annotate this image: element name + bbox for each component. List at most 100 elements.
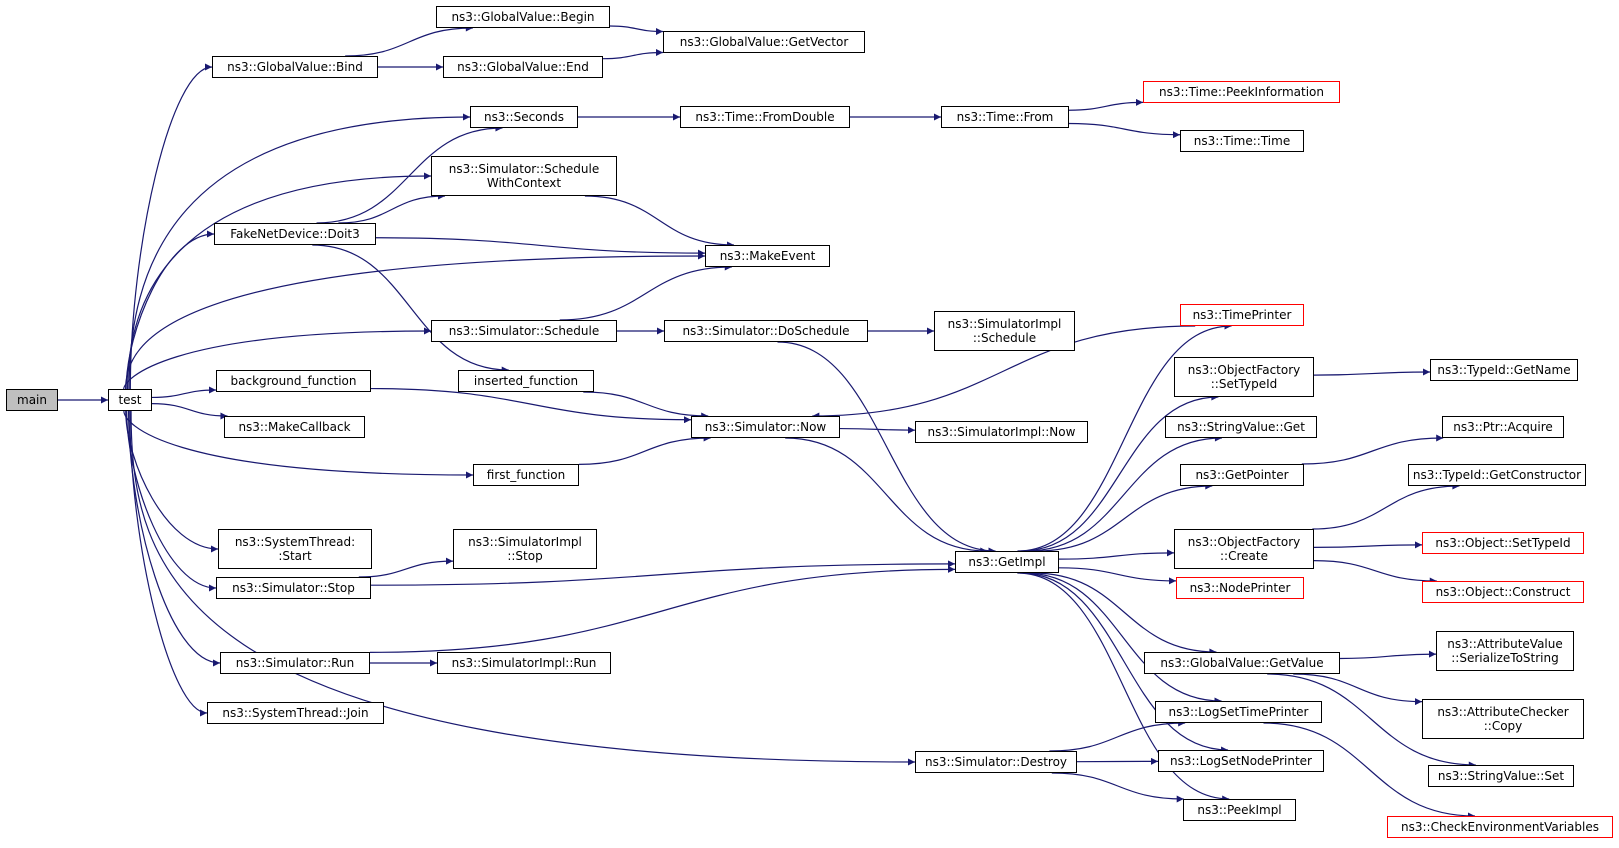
- node-main[interactable]: main: [6, 389, 58, 411]
- node-test[interactable]: test: [108, 389, 152, 411]
- node-attrvalue-serialize[interactable]: ns3::AttributeValue::SerializeToString: [1436, 631, 1574, 671]
- node-sim-now[interactable]: ns3::Simulator::Now: [691, 416, 840, 438]
- node-label-line: ns3::NodePrinter: [1189, 581, 1291, 595]
- edge-test-to-fake-doit3: [125, 230, 215, 390]
- node-label-line: first_function: [486, 468, 566, 482]
- node-label-line: ns3::Simulator::Schedule: [448, 162, 600, 176]
- node-time-fromdouble[interactable]: ns3::Time::FromDouble: [680, 106, 850, 128]
- edge-sim-stop-to-getimpl: [370, 560, 956, 586]
- edge-sim-schedwithctx-to-makeevent: [584, 195, 735, 249]
- edge-test-to-seconds: [128, 113, 471, 390]
- node-label-line: ns3::ObjectFactory: [1187, 363, 1301, 377]
- edge-of-create-to-object-construct: [1313, 560, 1437, 585]
- node-sim-doschedule[interactable]: ns3::Simulator::DoSchedule: [664, 320, 868, 342]
- node-inserted-function[interactable]: inserted_function: [458, 370, 594, 392]
- node-getimpl[interactable]: ns3::GetImpl: [955, 551, 1059, 573]
- node-logsettimeprinter[interactable]: ns3::LogSetTimePrinter: [1155, 701, 1322, 723]
- edge-test-to-systhread-start: [125, 410, 219, 553]
- edge-time-from-to-time-peekinfo: [1068, 98, 1144, 111]
- edge-test-to-makecallback: [151, 403, 228, 420]
- edge-sim-now-to-getimpl: [785, 437, 988, 555]
- node-makeevent[interactable]: ns3::MakeEvent: [705, 245, 830, 267]
- node-sim-run[interactable]: ns3::Simulator::Run: [220, 652, 370, 674]
- node-first-function[interactable]: first_function: [473, 464, 579, 486]
- edge-sim-doschedule-to-getimpl: [777, 341, 996, 555]
- edge-getpointer-to-ptr-acquire: [1301, 434, 1444, 465]
- edge-fake-doit3-to-makeevent: [375, 237, 706, 257]
- node-label-line: ns3::Simulator::Schedule: [448, 324, 600, 338]
- node-nodeprinter[interactable]: ns3::NodePrinter: [1176, 577, 1304, 599]
- edge-test-to-sim-stop: [126, 410, 217, 592]
- node-label-line: ns3::Simulator::DoSchedule: [682, 324, 850, 338]
- node-time-from[interactable]: ns3::Time::From: [941, 106, 1069, 128]
- node-timeprinter[interactable]: ns3::TimePrinter: [1180, 304, 1304, 326]
- node-simimpl-stop[interactable]: ns3::SimulatorImpl::Stop: [453, 529, 597, 569]
- node-label-line: ns3::AttributeValue: [1447, 637, 1563, 651]
- node-typeid-getconstructor[interactable]: ns3::TypeId::GetConstructor: [1408, 464, 1586, 486]
- node-typeid-getname[interactable]: ns3::TypeId::GetName: [1430, 359, 1578, 381]
- node-label-line: ::Create: [1220, 549, 1268, 563]
- node-time-peekinfo[interactable]: ns3::Time::PeekInformation: [1143, 81, 1340, 103]
- node-sim-destroy[interactable]: ns3::Simulator::Destroy: [915, 751, 1077, 773]
- node-label-line: ns3::SystemThread:: [234, 535, 356, 549]
- edge-gv-getvalue-to-attrvalue-serialize: [1339, 650, 1437, 660]
- node-attrchecker-copy[interactable]: ns3::AttributeChecker::Copy: [1422, 699, 1584, 739]
- node-label-line: ns3::GlobalValue::GetValue: [1160, 656, 1324, 670]
- edge-test-to-systhread-join: [129, 410, 208, 717]
- node-sim-schedule[interactable]: ns3::Simulator::Schedule: [431, 320, 617, 342]
- node-systhread-join[interactable]: ns3::SystemThread::Join: [207, 702, 384, 724]
- edge-fake-doit3-to-inserted-function: [312, 244, 509, 374]
- node-ptr-acquire[interactable]: ns3::Ptr::Acquire: [1442, 416, 1564, 438]
- node-object-construct[interactable]: ns3::Object::Construct: [1422, 581, 1584, 603]
- node-gv-end[interactable]: ns3::GlobalValue::End: [443, 56, 603, 78]
- node-label-line: ns3::TypeId::GetName: [1437, 363, 1571, 377]
- edge-test-to-makeevent: [125, 252, 706, 390]
- edge-fake-doit3-to-seconds: [316, 124, 503, 224]
- edge-inserted-function-to-sim-now: [583, 391, 709, 420]
- node-gv-bind[interactable]: ns3::GlobalValue::Bind: [212, 56, 378, 78]
- node-logsetnodeprinter[interactable]: ns3::LogSetNodePrinter: [1158, 750, 1324, 772]
- edge-getimpl-to-logsetnodeprinter: [1019, 572, 1229, 754]
- node-simimpl-run[interactable]: ns3::SimulatorImpl::Run: [437, 652, 611, 674]
- edge-test-to-background-function: [151, 386, 217, 399]
- node-stringvalue-get[interactable]: ns3::StringValue::Get: [1165, 416, 1317, 438]
- edge-getimpl-to-timeprinter: [1017, 322, 1232, 552]
- node-checkenv[interactable]: ns3::CheckEnvironmentVariables: [1387, 816, 1613, 838]
- node-gv-begin[interactable]: ns3::GlobalValue::Begin: [436, 6, 610, 28]
- node-label-line: ns3::GlobalValue::End: [457, 60, 589, 74]
- node-gv-getvalue[interactable]: ns3::GlobalValue::GetValue: [1144, 652, 1340, 674]
- node-simimpl-schedule[interactable]: ns3::SimulatorImpl::Schedule: [934, 311, 1075, 351]
- edge-getimpl-to-peekimpl: [1017, 572, 1230, 803]
- node-label-line: ns3::ObjectFactory: [1187, 535, 1301, 549]
- node-label-line: ns3::Simulator::Run: [235, 656, 355, 670]
- node-label-line: ::SetTypeId: [1210, 377, 1278, 391]
- node-fake-doit3[interactable]: FakeNetDevice::Doit3: [214, 223, 376, 245]
- node-getpointer[interactable]: ns3::GetPointer: [1180, 464, 1304, 486]
- node-sim-stop[interactable]: ns3::Simulator::Stop: [216, 577, 371, 599]
- node-peekimpl[interactable]: ns3::PeekImpl: [1183, 799, 1296, 821]
- node-systhread-start[interactable]: ns3::SystemThread::Start: [218, 529, 372, 569]
- node-object-settypeid[interactable]: ns3::Object::SetTypeId: [1422, 532, 1584, 554]
- node-label-line: main: [17, 393, 47, 407]
- edge-sim-destroy-to-peekimpl: [1051, 772, 1184, 803]
- node-seconds[interactable]: ns3::Seconds: [470, 106, 578, 128]
- node-gv-getvector[interactable]: ns3::GlobalValue::GetVector: [663, 31, 865, 53]
- node-label-line: ns3::Object::SetTypeId: [1435, 536, 1571, 550]
- node-time-time[interactable]: ns3::Time::Time: [1180, 130, 1304, 152]
- node-of-settypeid[interactable]: ns3::ObjectFactory::SetTypeId: [1174, 357, 1314, 397]
- node-background-function[interactable]: background_function: [216, 370, 371, 392]
- edge-getimpl-to-gv-getvalue: [1032, 572, 1217, 656]
- node-simimpl-now[interactable]: ns3::SimulatorImpl::Now: [915, 421, 1088, 443]
- edge-sim-run-to-getimpl: [369, 565, 956, 653]
- node-stringvalue-set[interactable]: ns3::StringValue::Set: [1428, 765, 1574, 787]
- edge-getimpl-to-of-create: [1058, 549, 1175, 560]
- node-makecallback[interactable]: ns3::MakeCallback: [224, 416, 365, 438]
- node-of-create[interactable]: ns3::ObjectFactory::Create: [1174, 529, 1314, 569]
- edge-of-create-to-object-settypeid: [1313, 541, 1423, 549]
- node-label-line: ns3::SimulatorImpl: [947, 317, 1062, 331]
- edge-gv-bind-to-gv-begin: [345, 24, 473, 57]
- edge-sim-destroy-to-logsettimeprinter: [1049, 719, 1186, 752]
- node-label-line: ns3::SimulatorImpl: [468, 535, 582, 549]
